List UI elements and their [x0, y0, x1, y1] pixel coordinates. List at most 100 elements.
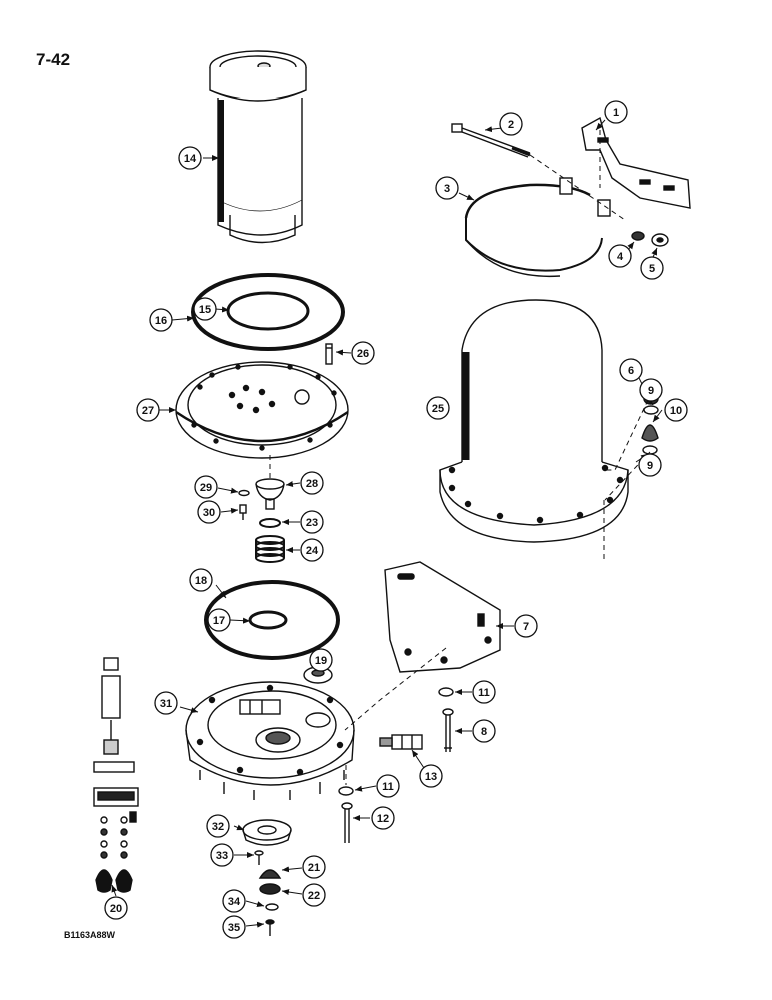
- restriction-indicator: [379, 734, 423, 750]
- callout-number: 17: [213, 615, 225, 627]
- valve-head: [255, 478, 285, 510]
- callout-number: 15: [199, 304, 211, 316]
- callout-circle: [351, 341, 375, 365]
- callout-20: 20: [104, 896, 128, 920]
- bolt-12: [341, 802, 353, 843]
- housing-base: [185, 681, 355, 800]
- spring: [255, 535, 285, 563]
- inner-seal-ring: [226, 291, 310, 331]
- callout-number: 9: [648, 385, 654, 397]
- callout-circle: [604, 100, 628, 124]
- callout-7: 7: [514, 614, 538, 638]
- callout-30: 30: [197, 500, 221, 524]
- valve-21: [258, 869, 282, 879]
- acorn-nut-10: [641, 424, 659, 442]
- callout-circle: [640, 256, 664, 280]
- callout-22: 22: [302, 883, 326, 907]
- callout-circle: [302, 855, 326, 879]
- callout-number: 25: [432, 403, 444, 415]
- leader-lines: [111, 119, 663, 928]
- mounting-bracket-1: [581, 116, 691, 209]
- callout-circle: [300, 471, 324, 495]
- band-clamp-3: [464, 177, 611, 278]
- callout-circle: [472, 680, 496, 704]
- callout-4: 4: [608, 244, 632, 268]
- callout-number: 2: [508, 119, 514, 131]
- screw-30: [239, 504, 247, 520]
- washer-34: [265, 903, 279, 911]
- callout-1: 1: [604, 100, 628, 124]
- washer-9b: [642, 445, 658, 455]
- callout-layer: 1234567899101111121314151617181920212223…: [104, 100, 688, 939]
- callout-circle: [207, 608, 231, 632]
- callout-34: 34: [222, 889, 246, 913]
- figure-code: B1163A88W: [64, 930, 116, 940]
- callout-28: 28: [300, 471, 324, 495]
- filter-element: [209, 50, 307, 244]
- callout-circle: [309, 648, 333, 672]
- callout-number: 30: [203, 507, 215, 519]
- callout-circle: [104, 896, 128, 920]
- callout-32: 32: [206, 814, 230, 838]
- callout-9a: 9: [639, 378, 663, 402]
- callout-23: 23: [300, 510, 324, 534]
- callout-16: 16: [149, 308, 173, 332]
- callout-number: 28: [306, 478, 318, 490]
- callout-number: 8: [481, 726, 487, 738]
- callout-29: 29: [194, 475, 218, 499]
- washer-9a: [643, 405, 659, 415]
- callout-circle: [210, 843, 234, 867]
- callout-circle: [193, 297, 217, 321]
- callout-27: 27: [136, 398, 160, 422]
- callout-10: 10: [664, 398, 688, 422]
- callout-number: 34: [228, 896, 241, 908]
- callout-number: 13: [425, 771, 437, 783]
- callout-circle: [149, 308, 173, 332]
- inner-seal-17: [248, 610, 288, 630]
- callout-number: 29: [200, 482, 212, 494]
- seal-22: [259, 883, 281, 895]
- outer-seal-ring: [191, 273, 345, 351]
- callout-number: 3: [444, 183, 450, 195]
- callout-number: 11: [478, 687, 490, 699]
- callout-number: 31: [160, 698, 172, 710]
- callout-5: 5: [640, 256, 664, 280]
- callout-number: 12: [377, 813, 389, 825]
- callout-circle: [136, 398, 160, 422]
- bolt-8: [442, 708, 454, 752]
- callout-14: 14: [178, 146, 202, 170]
- callout-number: 35: [228, 922, 240, 934]
- callout-6: 6: [619, 358, 643, 382]
- outer-housing: [439, 299, 629, 543]
- callout-35: 35: [222, 915, 246, 939]
- callout-circle: [371, 806, 395, 830]
- callout-number: 16: [155, 315, 167, 327]
- lockwasher-4: [631, 231, 645, 241]
- callout-33: 33: [210, 843, 234, 867]
- washer-29: [238, 489, 250, 497]
- bolt-2: [451, 123, 531, 158]
- callout-number: 10: [670, 405, 682, 417]
- callout-circle: [514, 614, 538, 638]
- callout-circle: [608, 244, 632, 268]
- callout-number: 26: [357, 348, 369, 360]
- callout-circle: [197, 500, 221, 524]
- cap-19: [303, 666, 333, 684]
- callout-number: 20: [110, 903, 122, 915]
- callout-circle: [638, 453, 662, 477]
- callout-11a: 11: [472, 680, 496, 704]
- callout-8: 8: [472, 719, 496, 743]
- callout-circle: [499, 112, 523, 136]
- screw-33: [254, 850, 264, 865]
- washer-11b: [338, 786, 354, 796]
- assembly-lines: [269, 130, 651, 785]
- callout-18: 18: [189, 568, 213, 592]
- callout-number: 9: [647, 460, 653, 472]
- callout-circle: [639, 378, 663, 402]
- callout-19: 19: [309, 648, 333, 672]
- callout-15: 15: [193, 297, 217, 321]
- dowel-pin: [325, 343, 333, 365]
- callout-circle: [300, 510, 324, 534]
- callout-17: 17: [207, 608, 231, 632]
